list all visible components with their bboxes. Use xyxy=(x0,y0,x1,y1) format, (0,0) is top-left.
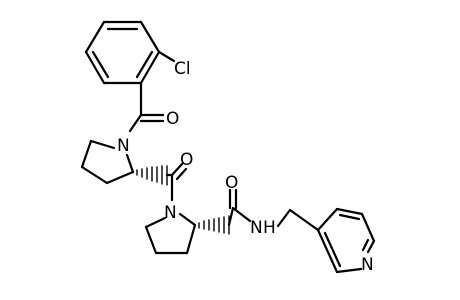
chlorine-atom-label: Cl xyxy=(174,59,191,79)
hashed-stereo-bond-2 xyxy=(198,215,230,235)
hashed-stereo-bond-1 xyxy=(136,165,168,186)
nh-methylene-bond xyxy=(276,208,292,228)
benzoyl-carbonyl-double-bond xyxy=(139,113,165,123)
pyridine-ring xyxy=(316,207,376,274)
linker-oxygen-label: O xyxy=(180,150,193,170)
benzoyl-oxygen-label: O xyxy=(166,109,179,129)
pyrrolidine-1-nitrogen-label: N xyxy=(117,136,130,156)
c-cl-bond xyxy=(157,50,176,63)
amide-carbon-stub xyxy=(227,206,235,227)
carbonyl-n1-bond xyxy=(128,113,143,133)
amide-c-n-bond xyxy=(231,206,252,223)
methylene-pyridine-bond xyxy=(288,208,320,232)
pyrrolidine-ring-2 xyxy=(144,212,197,255)
amide-hydrogen-label: H xyxy=(263,218,276,238)
benzene-ring xyxy=(84,20,161,85)
pyrrolidine-2-nitrogen-label: N xyxy=(164,203,177,223)
amide-oxygen-label: O xyxy=(225,173,238,193)
pyrrolidine-ring-1 xyxy=(80,139,135,185)
linker-carbonyl-double-bond xyxy=(170,162,188,181)
pyridine-nitrogen-label: N xyxy=(361,255,374,275)
amide-nitrogen-label: N xyxy=(250,218,263,238)
amide-carbonyl-double-bond xyxy=(228,188,238,210)
